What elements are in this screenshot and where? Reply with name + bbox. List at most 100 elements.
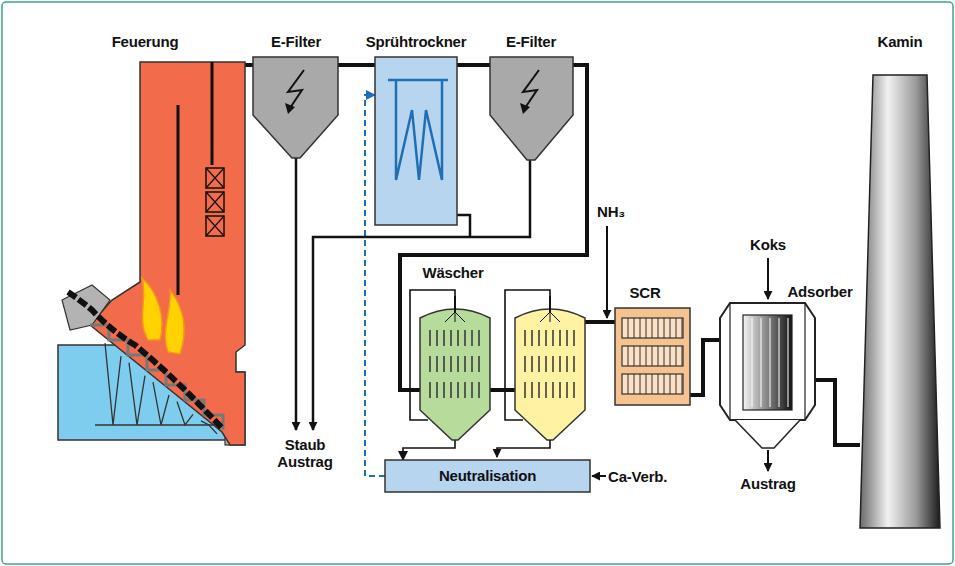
adsorber-bed-line bbox=[761, 318, 762, 407]
component-heading: Feuerung bbox=[112, 33, 179, 50]
catalyst-channel bbox=[628, 318, 629, 338]
packing bbox=[531, 382, 533, 398]
packing bbox=[457, 356, 459, 372]
lightning-arrowhead bbox=[285, 103, 295, 114]
spray-dryer: Sprühtrockner bbox=[375, 57, 457, 225]
packing bbox=[545, 382, 547, 398]
packing bbox=[464, 330, 466, 346]
furnace: Feuerung bbox=[55, 62, 245, 445]
catalyst-channel bbox=[634, 374, 635, 394]
component-heading: Sprühtrockner bbox=[366, 33, 467, 50]
reagent-label-holder: Ca-Verb. bbox=[608, 468, 667, 485]
catalyst-layer bbox=[622, 346, 683, 366]
catalyst-channel bbox=[676, 374, 677, 394]
adsorber-bed-line bbox=[770, 318, 771, 407]
spray-cone bbox=[540, 312, 560, 322]
adsorber-bed bbox=[743, 315, 792, 410]
packing bbox=[524, 382, 526, 398]
packing bbox=[443, 330, 445, 346]
catalyst-channel bbox=[670, 318, 671, 338]
packing bbox=[538, 356, 540, 372]
chimney bbox=[860, 75, 940, 528]
dust-line bbox=[457, 215, 470, 237]
packing bbox=[573, 356, 575, 372]
packing bbox=[471, 356, 473, 372]
spray-cone bbox=[445, 312, 465, 322]
scrubber bbox=[515, 309, 585, 440]
scr-reactor-shape bbox=[615, 308, 690, 405]
catalyst-channel bbox=[664, 318, 665, 338]
component-heading: E-Filter bbox=[506, 33, 556, 50]
adsorber-hopper bbox=[735, 420, 800, 448]
packing bbox=[566, 330, 568, 346]
packing bbox=[552, 330, 554, 346]
flue-gas-line bbox=[690, 340, 720, 395]
catalyst-channel bbox=[634, 346, 635, 366]
packing bbox=[573, 330, 575, 346]
packing bbox=[443, 356, 445, 372]
scrubber-shape bbox=[420, 300, 490, 440]
flue-gas-line bbox=[457, 63, 490, 67]
reagent-label-holder: NH₃ bbox=[597, 203, 625, 220]
packing bbox=[436, 382, 438, 398]
catalyst-channel bbox=[652, 318, 653, 338]
spray-nozzles bbox=[388, 80, 448, 180]
heat-exchanger-cross bbox=[206, 192, 224, 212]
furnace-baffle bbox=[211, 62, 214, 165]
ash-funnel bbox=[153, 382, 169, 425]
scrubber: Wäscher bbox=[420, 300, 490, 440]
catalyst-channel bbox=[628, 374, 629, 394]
box-label: Neutralisation bbox=[385, 460, 590, 492]
packing bbox=[478, 382, 480, 398]
lightning-arrowhead bbox=[520, 103, 530, 114]
packing bbox=[545, 356, 547, 372]
neutralisation-box-drawing bbox=[385, 460, 590, 492]
packing bbox=[552, 382, 554, 398]
packing bbox=[531, 330, 533, 346]
lightning-symbol bbox=[288, 70, 304, 108]
catalyst-channel bbox=[682, 318, 683, 338]
catalyst-channel bbox=[640, 374, 641, 394]
discharge-label: Austrag bbox=[740, 475, 795, 492]
chimney-shape bbox=[860, 75, 940, 528]
packing bbox=[429, 356, 431, 372]
packing bbox=[478, 356, 480, 372]
packing bbox=[566, 356, 568, 372]
adsorber-drawing bbox=[720, 303, 815, 448]
packing bbox=[443, 382, 445, 398]
packing bbox=[531, 356, 533, 372]
ash-funnel bbox=[177, 401, 193, 425]
packing bbox=[524, 356, 526, 372]
catalyst-channel bbox=[658, 346, 659, 366]
packing bbox=[524, 330, 526, 346]
discharge-label-holder: Staub Austrag bbox=[272, 436, 338, 470]
packing bbox=[429, 330, 431, 346]
component-heading: Kamin bbox=[878, 33, 923, 50]
adsorber-bed-line bbox=[779, 318, 780, 407]
catalyst-channel bbox=[670, 374, 671, 394]
scr-reactor-drawing bbox=[615, 308, 690, 405]
flue-gas-line bbox=[815, 380, 860, 445]
scrubber bbox=[420, 309, 490, 440]
component-heading: SCR bbox=[629, 284, 660, 301]
adsorber-bed-line bbox=[788, 318, 789, 407]
adsorber-wall bbox=[730, 303, 805, 420]
heat-exchanger bbox=[206, 168, 224, 188]
reagent-label: Koks bbox=[750, 236, 786, 253]
flame bbox=[142, 278, 162, 340]
flue-gas-line bbox=[338, 63, 375, 67]
spray-nozzle bbox=[549, 296, 551, 312]
electrostatic-filter-drawing bbox=[490, 57, 573, 160]
dust-line bbox=[295, 158, 298, 430]
packing bbox=[538, 382, 540, 398]
packing bbox=[450, 356, 452, 372]
packing bbox=[545, 330, 547, 346]
heat-exchanger-cross bbox=[206, 168, 224, 188]
catalyst-channel bbox=[670, 346, 671, 366]
packing bbox=[559, 382, 561, 398]
component-heading: Adsorber bbox=[787, 283, 852, 300]
packing bbox=[478, 330, 480, 346]
packing bbox=[436, 330, 438, 346]
recirculation-line bbox=[505, 290, 550, 420]
